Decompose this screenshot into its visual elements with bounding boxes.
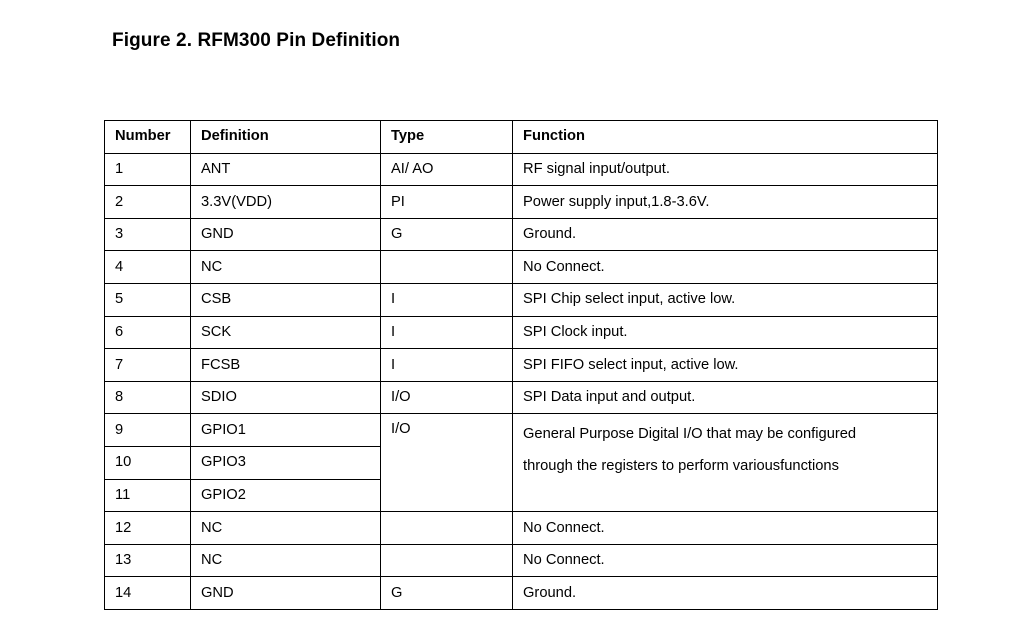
cell-definition: GPIO2 — [190, 478, 381, 513]
figure-title: Figure 2. RFM300 Pin Definition — [112, 30, 401, 51]
cell-number: 2 — [104, 185, 191, 219]
cell-definition: NC — [190, 250, 381, 284]
table-row: 13 NC No Connect. — [104, 543, 938, 578]
table-row: 4 NC No Connect. — [104, 250, 938, 284]
cell-function: SPI Data input and output. — [512, 380, 938, 415]
cell-type: I/O — [380, 380, 513, 415]
pin-definition-table: Number Definition Type Function 1 ANT AI… — [104, 120, 938, 610]
table-row: 2 3.3V(VDD) PI Power supply input,1.8-3.… — [104, 185, 938, 219]
cell-type: I — [380, 348, 513, 382]
cell-number: 10 — [104, 445, 191, 480]
cell-function: No Connect. — [512, 250, 938, 284]
table-header-row: Number Definition Type Function — [104, 120, 938, 154]
cell-type-gpio-merged: I/O — [380, 413, 513, 513]
table-row: 7 FCSB I SPI FIFO select input, active l… — [104, 348, 938, 382]
cell-type: PI — [380, 185, 513, 219]
cell-number: 7 — [104, 348, 191, 382]
cell-type: I — [380, 315, 513, 350]
cell-definition: GND — [190, 217, 381, 252]
cell-function: SPI Chip select input, active low. — [512, 282, 938, 317]
table-row: 10 GPIO3 — [104, 445, 938, 480]
cell-definition: SDIO — [190, 380, 381, 415]
column-header-number: Number — [104, 120, 191, 154]
cell-number: 3 — [104, 217, 191, 252]
cell-function: SPI FIFO select input, active low. — [512, 348, 938, 382]
table-row: 1 ANT AI/ AO RF signal input/output. — [104, 152, 938, 187]
gpio-function-line-1: General Purpose Digital I/O that may be … — [523, 426, 857, 443]
gpio-function-line-2: through the registers to perform various… — [523, 457, 839, 474]
cell-definition: GPIO3 — [190, 445, 381, 480]
cell-type: G — [380, 576, 513, 610]
cell-number: 5 — [104, 282, 191, 317]
table-row: 6 SCK I SPI Clock input. — [104, 315, 938, 350]
cell-definition: ANT — [190, 152, 381, 187]
cell-function: SPI Clock input. — [512, 315, 938, 350]
cell-type: I — [380, 282, 513, 317]
cell-number: 9 — [104, 413, 191, 447]
column-header-function: Function — [512, 120, 938, 154]
table-row: 14 GND G Ground. — [104, 576, 938, 610]
cell-definition: FCSB — [190, 348, 381, 382]
cell-function: Power supply input,1.8-3.6V. — [512, 185, 938, 219]
cell-definition: NC — [190, 511, 381, 545]
cell-number: 13 — [104, 543, 191, 578]
cell-number: 1 — [104, 152, 191, 187]
cell-type: G — [380, 217, 513, 252]
cell-number: 14 — [104, 576, 191, 610]
cell-definition: 3.3V(VDD) — [190, 185, 381, 219]
table-row: 5 CSB I SPI Chip select input, active lo… — [104, 282, 938, 317]
cell-definition: NC — [190, 543, 381, 578]
column-header-type: Type — [380, 120, 513, 154]
cell-number: 6 — [104, 315, 191, 350]
pin-definition-table-container: Number Definition Type Function 1 ANT AI… — [104, 120, 938, 610]
cell-function: RF signal input/output. — [512, 152, 938, 187]
table-row: 3 GND G Ground. — [104, 217, 938, 252]
cell-number: 12 — [104, 511, 191, 545]
cell-type — [380, 543, 513, 578]
cell-number: 11 — [104, 478, 191, 513]
cell-definition: CSB — [190, 282, 381, 317]
cell-type: AI/ AO — [380, 152, 513, 187]
cell-function: Ground. — [512, 217, 938, 252]
table-row: 12 NC No Connect. — [104, 511, 938, 545]
cell-type — [380, 250, 513, 284]
cell-number: 4 — [104, 250, 191, 284]
cell-function: No Connect. — [512, 543, 938, 578]
cell-definition: GPIO1 — [190, 413, 381, 447]
cell-number: 8 — [104, 380, 191, 415]
column-header-definition: Definition — [190, 120, 381, 154]
cell-function: No Connect. — [512, 511, 938, 545]
table-row: 11 GPIO2 — [104, 478, 938, 513]
table-row: 9 GPIO1 I/O General Purpose Digital I/O … — [104, 413, 938, 513]
cell-function-gpio-merged: General Purpose Digital I/O that may be … — [512, 413, 938, 513]
cell-function: Ground. — [512, 576, 938, 610]
table-row: 8 SDIO I/O SPI Data input and output. — [104, 380, 938, 415]
cell-definition: GND — [190, 576, 381, 610]
cell-type — [380, 511, 513, 545]
cell-definition: SCK — [190, 315, 381, 350]
